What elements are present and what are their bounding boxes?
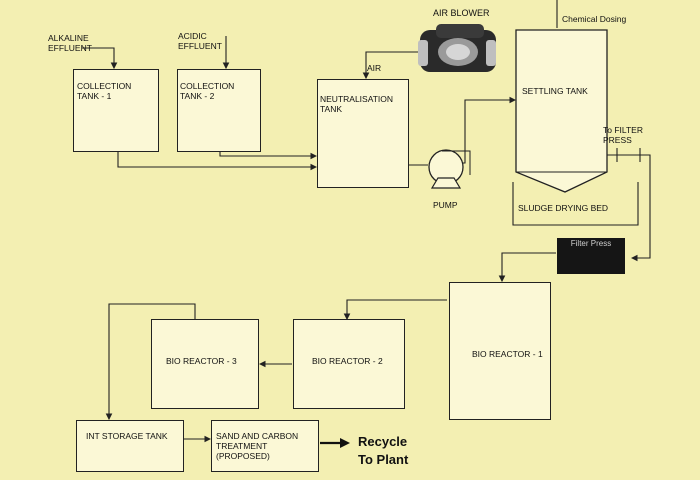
to-filter-press-label: To FILTER PRESS xyxy=(603,125,643,145)
pump-to-settling-line xyxy=(463,96,517,164)
alkaline-inlet-line xyxy=(82,47,118,70)
chemical-dosing-label: Chemical Dosing xyxy=(562,14,627,24)
acidic-effluent-label: ACIDIC EFFLUENT xyxy=(178,31,222,51)
sand-carbon-treatment-label: SAND AND CARBON TREATMENT (PROPOSED) xyxy=(216,431,299,461)
int-storage-tank-label: INT STORAGE TANK xyxy=(86,431,168,441)
bio-reactor-3: BIO REACTOR - 3 xyxy=(151,319,259,409)
pump-label: PUMP xyxy=(433,200,458,210)
air-blower-icon xyxy=(418,24,496,72)
settling-tank-shape xyxy=(515,29,608,193)
bio1-to-bio2-line xyxy=(343,299,447,321)
alkaline-effluent-label: ALKALINE EFFLUENT xyxy=(48,33,92,53)
neutralisation-tank: NEUTRALISATION TANK xyxy=(317,79,409,188)
bio-reactor-3-label: BIO REACTOR - 3 xyxy=(166,356,237,366)
neutralisation-tank-label: NEUTRALISATION TANK xyxy=(320,94,394,114)
settling-to-filter-line xyxy=(605,154,651,262)
filterpress-to-bio1-line xyxy=(498,252,556,283)
sludge-bed-outline xyxy=(512,182,639,226)
settling-tank-label: SETTLING TANK xyxy=(522,86,588,96)
air-blower-label: AIR BLOWER xyxy=(433,8,490,18)
int-storage-tank: INT STORAGE TANK xyxy=(76,420,184,472)
bio-reactor-2: BIO REACTOR - 2 xyxy=(293,319,405,409)
collection-tank-2-label: COLLECTION TANK - 2 xyxy=(180,81,235,101)
bio-reactor-1-label: BIO REACTOR - 1 xyxy=(472,349,543,359)
bio-reactor-1: BIO REACTOR - 1 xyxy=(449,282,551,420)
collection-tank-1: COLLECTION TANK - 1 xyxy=(73,69,159,152)
collection-tank-1-label: COLLECTION TANK - 1 xyxy=(77,81,132,101)
collection-tank-2: COLLECTION TANK - 2 xyxy=(177,69,261,152)
air-line xyxy=(362,51,420,80)
pump-icon xyxy=(428,149,471,189)
ct1-to-neutralisation-line xyxy=(117,151,318,171)
ct2-to-neutralisation-line xyxy=(219,151,318,160)
bio-reactor-2-label: BIO REACTOR - 2 xyxy=(312,356,383,366)
recycle-to-plant-label: Recycle To Plant xyxy=(358,434,409,467)
bio3-to-storage-line xyxy=(105,303,196,421)
sludge-drying-bed-label: SLUDGE DRYING BED xyxy=(518,203,609,213)
filter-press: Filter Press xyxy=(557,238,625,274)
sand-carbon-treatment: SAND AND CARBON TREATMENT (PROPOSED) xyxy=(211,420,319,472)
air-label: AIR xyxy=(367,63,382,73)
